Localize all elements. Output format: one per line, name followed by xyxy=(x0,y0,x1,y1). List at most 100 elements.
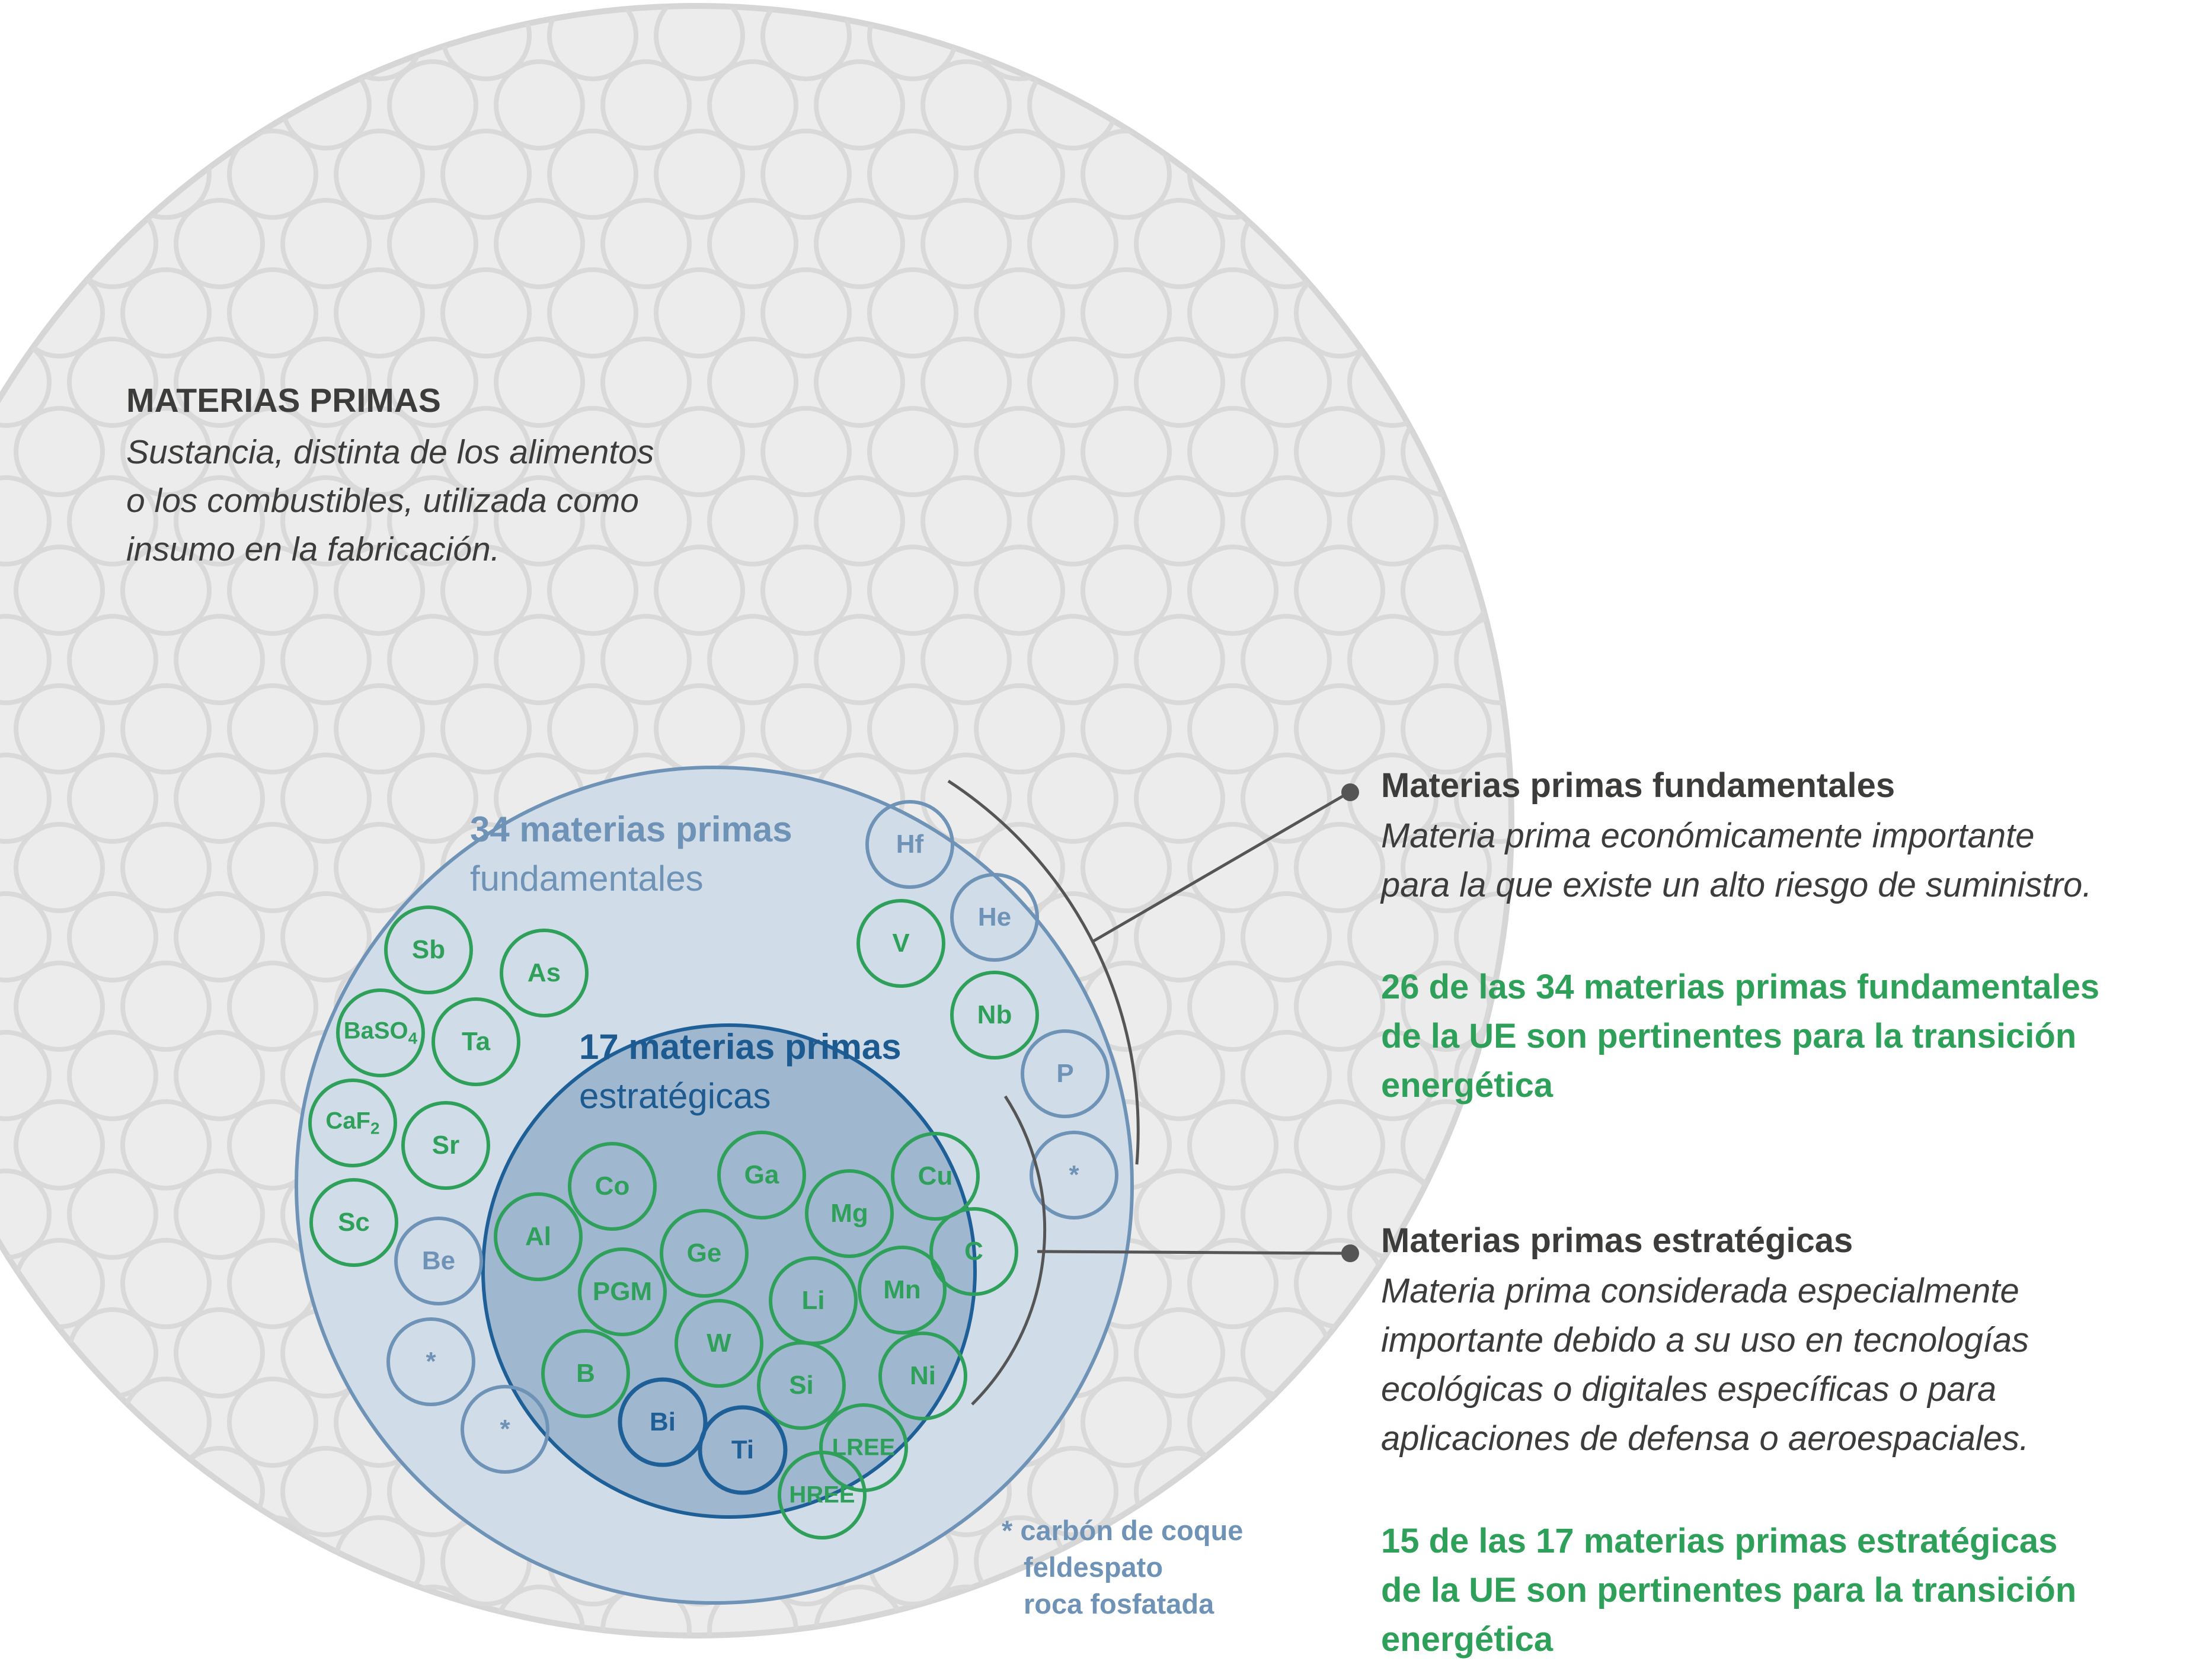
strategic-def-line-1: Materia prima considerada especialmente xyxy=(1381,1272,2019,1310)
strategic-def-line-4: aplicaciones de defensa o aeroespaciales… xyxy=(1381,1419,2029,1458)
pattern-bubble xyxy=(227,1377,318,1468)
fundamental-def-line-2: para la que existe un alto riesgo de sum… xyxy=(1381,866,2092,904)
pattern-bubble xyxy=(67,614,158,705)
pattern-bubble xyxy=(547,683,638,775)
pattern-bubble xyxy=(387,1585,478,1636)
element-label-other: * xyxy=(426,1347,436,1376)
element-label-mn: Mn xyxy=(883,1275,921,1304)
strategic-materials-circle xyxy=(481,1023,977,1519)
pattern-bubble xyxy=(814,198,905,289)
element-label-lree: LREE xyxy=(832,1434,896,1461)
pattern-bubble xyxy=(174,337,265,428)
pattern-bubble xyxy=(67,1030,158,1121)
element-bubble-ti xyxy=(698,1405,788,1495)
pattern-bubble xyxy=(1081,822,1172,913)
raw-materials-description-line-1: Sustancia, distinta de los alimentos xyxy=(126,433,654,471)
pattern-bubble xyxy=(67,59,158,151)
pattern-bubble xyxy=(760,545,852,636)
pattern-bubble xyxy=(1241,753,1332,844)
pattern-bubble xyxy=(227,822,318,913)
pattern-bubble xyxy=(67,1446,158,1537)
pattern-bubble xyxy=(0,614,52,705)
strategic-highlight-line-1: 15 de las 17 materias primas estratégica… xyxy=(1381,1522,2058,1560)
element-label-ga: Ga xyxy=(744,1160,779,1189)
pattern-bubble xyxy=(1347,614,1439,705)
pattern-bubble xyxy=(1454,59,1511,151)
strategic-highlight-line-2: de la UE son pertinentes para la transic… xyxy=(1381,1571,2077,1609)
element-label-other: * xyxy=(1069,1160,1079,1189)
raw-materials-description-line-2: o los combustibles, utilizada como xyxy=(126,482,639,520)
pattern-bubble xyxy=(920,753,1012,844)
pattern-bubble xyxy=(67,1585,158,1636)
pattern-bubble xyxy=(1454,753,1511,844)
element-label-li: Li xyxy=(801,1286,825,1315)
element-bubble-mg xyxy=(805,1169,894,1258)
pattern-bubble xyxy=(494,475,585,567)
element-label-sb: Sb xyxy=(411,935,446,964)
element-bubble-ge xyxy=(660,1209,749,1298)
pattern-bubble xyxy=(814,59,905,151)
pattern-bubble xyxy=(707,59,798,151)
element-bubble-cu xyxy=(891,1132,980,1221)
pattern-bubble xyxy=(120,545,212,636)
pattern-bubble xyxy=(0,1585,52,1636)
element-label-hree: HREE xyxy=(789,1481,855,1508)
element-bubble-sb xyxy=(384,905,473,994)
pattern-bubble xyxy=(1134,614,1225,705)
pattern-bubble xyxy=(0,1307,52,1398)
element-label-other: * xyxy=(500,1414,510,1444)
pattern-bubble xyxy=(1134,198,1225,289)
pattern-bubble xyxy=(1241,1585,1332,1636)
pattern-bubble xyxy=(547,545,638,636)
pattern-bubble xyxy=(387,475,478,567)
pattern-bubble xyxy=(440,545,532,636)
pattern-bubble xyxy=(867,545,958,636)
pattern-bubble xyxy=(1294,683,1385,775)
pattern-bubble xyxy=(654,545,745,636)
pattern-bubble xyxy=(547,129,638,220)
pattern-bubble xyxy=(120,1515,212,1606)
pattern-bubble xyxy=(867,267,958,359)
pattern-bubble xyxy=(67,337,158,428)
fundamental-highlight-line-3: energética xyxy=(1381,1066,1553,1105)
element-label-nb: Nb xyxy=(977,1000,1012,1029)
element-label-b: B xyxy=(576,1359,595,1388)
pattern-bubble xyxy=(814,475,905,567)
fundamental-def-line-1: Materia prima económicamente importante xyxy=(1381,817,2035,855)
pattern-bubble xyxy=(0,475,52,567)
pattern-bubble xyxy=(280,1446,372,1537)
pattern-bubble xyxy=(1081,267,1172,359)
pattern-bubble xyxy=(1401,961,1492,1052)
pattern-bubble xyxy=(14,1515,105,1606)
pattern-bubble xyxy=(1134,753,1225,844)
pattern-bubble xyxy=(14,6,105,81)
element-bubble-si xyxy=(757,1341,846,1430)
pattern-bubble xyxy=(67,1169,158,1260)
element-bubble-other xyxy=(386,1317,475,1406)
pattern-bubble xyxy=(1081,406,1172,497)
pattern-bubble xyxy=(280,337,372,428)
pattern-bubble xyxy=(1187,1238,1278,1329)
pattern-bubble xyxy=(14,129,105,220)
pattern-bubble xyxy=(1294,1377,1385,1468)
pattern-bubble xyxy=(920,198,1012,289)
pattern-bubble xyxy=(227,545,318,636)
fundamental-highlight-line-1: 26 de las 34 materias primas fundamental… xyxy=(1381,968,2100,1006)
pattern-bubble xyxy=(120,822,212,913)
element-bubble-p xyxy=(1021,1029,1110,1118)
element-label-ti: Ti xyxy=(731,1435,755,1464)
pattern-bubble xyxy=(1027,475,1118,567)
element-label-si: Si xyxy=(789,1371,814,1400)
pattern-bubble xyxy=(974,545,1065,636)
pattern-bubble xyxy=(1081,129,1172,220)
element-bubble-baso4 xyxy=(336,988,425,1077)
pattern-bubble xyxy=(1187,6,1278,81)
pattern-bubble xyxy=(867,406,958,497)
pattern-bubble xyxy=(600,59,692,151)
pattern-bubble xyxy=(334,683,425,775)
pattern-bubble xyxy=(600,614,692,705)
element-label-ni: Ni xyxy=(910,1361,936,1390)
pattern-bubble xyxy=(600,337,692,428)
pattern-bubble xyxy=(0,59,52,151)
element-label-co: Co xyxy=(594,1172,630,1201)
